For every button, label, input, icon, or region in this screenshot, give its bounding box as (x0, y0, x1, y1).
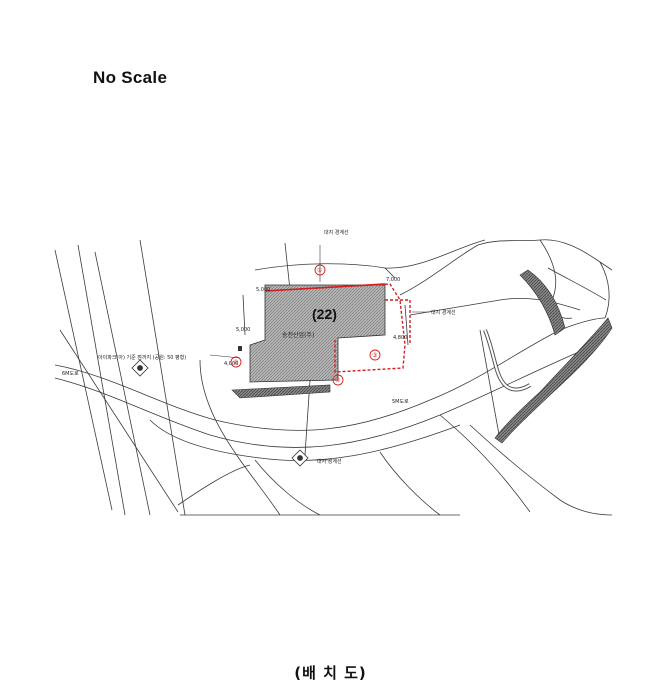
dim-4: 4,800 (393, 335, 407, 341)
plot-name: 송천산업(주) (282, 331, 314, 339)
label-park-right: 대지 경계선 (431, 309, 456, 316)
label-park-bottom: 대지 경계선 (317, 458, 342, 465)
no-scale-note: No Scale (93, 68, 168, 87)
site-boundary (264, 283, 411, 373)
dim-2: 5,000 (236, 327, 250, 333)
label-sign: 아이파크(아) 기준 점까지 (공원: 50 평형) (98, 354, 186, 361)
dim-1: 5,000 (256, 287, 270, 293)
slope-hatch-right (519, 269, 566, 336)
marker-right: ③ (372, 352, 377, 359)
sign-icon-left (131, 359, 149, 377)
marker-bottom: ④ (335, 377, 340, 384)
base-map-lines (54, 239, 613, 516)
plot-number: (22) (312, 306, 337, 322)
lower-strip (231, 384, 331, 399)
marker-post-left (238, 346, 242, 351)
label-road-6m: 6M도로 (62, 371, 79, 377)
sign-icon-bottom (291, 449, 309, 467)
label-road-5m: 5M도로 (392, 399, 409, 405)
label-park-top: 대지 경계선 (324, 229, 349, 236)
building-footprint (249, 284, 386, 383)
dim-5: 7,000 (386, 277, 400, 283)
marker-group (230, 264, 381, 386)
marker-left: ② (233, 359, 239, 366)
marker-top: ① (317, 267, 322, 274)
diagram-caption: (배 치 도) (294, 664, 367, 682)
slope-hatch-lower-right (494, 317, 613, 444)
